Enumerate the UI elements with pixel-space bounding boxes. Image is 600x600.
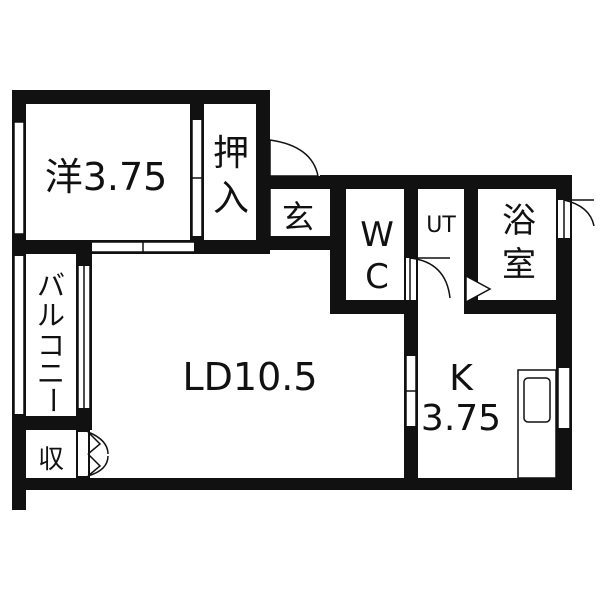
label-wc-bottom: C — [365, 257, 389, 297]
wall-top-left — [12, 90, 270, 104]
label-balcony-1: バ — [37, 269, 65, 302]
label-entrance: 玄 — [282, 198, 314, 236]
wall-above-storage — [12, 416, 92, 430]
wall-closet-right — [256, 90, 270, 250]
wall-entrance-bottom — [256, 236, 346, 250]
label-bath-top: 浴 — [502, 201, 536, 241]
label-living-dining: LD10.5 — [182, 355, 317, 399]
wall-top-right — [270, 175, 572, 189]
room-labels: 洋3.75 押 入 玄 W C UT 浴 室 バ ル コ ニ ー LD10.5 … — [36, 133, 536, 475]
label-balcony-4: ニ — [37, 357, 65, 390]
wall-bath-bottom — [464, 300, 572, 314]
wall-wc-bottom — [330, 300, 416, 314]
label-oshiire-top: 押 — [213, 133, 249, 174]
wall-wc-ut — [404, 175, 418, 490]
label-utility: UT — [426, 213, 456, 238]
wall-bottom — [12, 478, 572, 490]
label-balcony-3: コ — [37, 329, 65, 362]
doors — [78, 139, 595, 477]
label-western-room: 洋3.75 — [45, 155, 168, 199]
label-storage: 収 — [38, 445, 64, 475]
label-oshiire-bottom: 入 — [213, 178, 249, 219]
kitchen-sink — [517, 369, 557, 479]
label-wc-top: W — [360, 215, 394, 255]
label-kitchen-top: K — [449, 358, 474, 399]
label-kitchen-bottom: 3.75 — [421, 398, 501, 439]
windows — [13, 120, 571, 428]
wall-wc-left — [330, 175, 346, 313]
label-balcony-5: ー — [36, 386, 69, 414]
label-balcony-2: ル — [37, 299, 65, 332]
label-bath-bottom: 室 — [502, 245, 536, 285]
